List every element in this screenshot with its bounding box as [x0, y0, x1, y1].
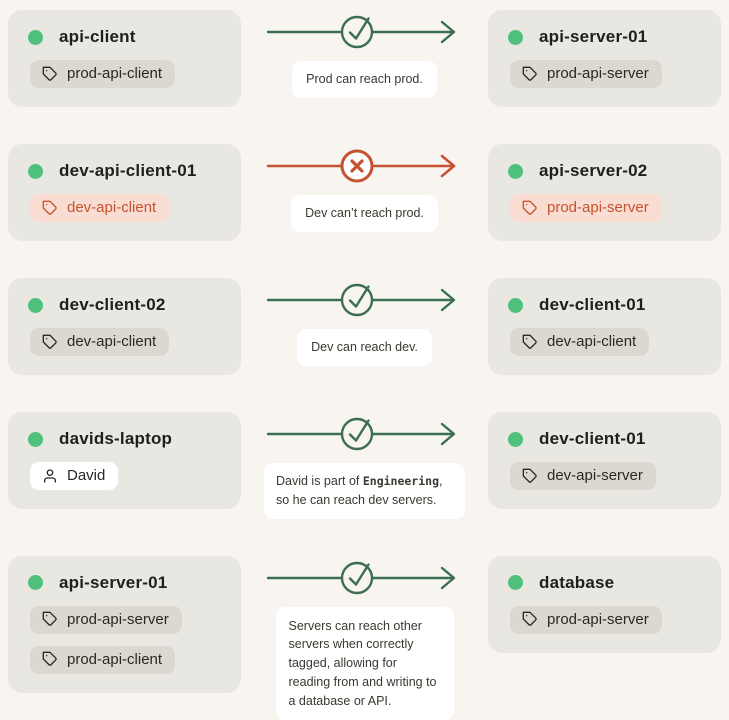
connection-indicator: Dev can’t reach prod. [241, 144, 488, 232]
tag-label: prod-api-client [67, 651, 162, 668]
online-status-dot [508, 298, 523, 313]
machine-card-source: api-server-01 prod-api-server prod-api-c… [8, 556, 241, 693]
tag-label: prod-api-client [67, 65, 162, 82]
user-chip: David [30, 462, 118, 490]
online-status-dot [508, 575, 523, 590]
caption-text: Dev can reach dev. [311, 340, 418, 354]
online-status-dot [28, 575, 43, 590]
connection-row: dev-client-02 dev-api-client Dev can rea… [8, 278, 721, 375]
allow-arrow-icon [265, 556, 465, 600]
online-status-dot [28, 30, 43, 45]
tag-chip-highlighted: prod-api-server [510, 194, 662, 222]
machine-card-source: api-client prod-api-client [8, 10, 241, 107]
connection-caption: Dev can reach dev. [297, 329, 432, 366]
online-status-dot [508, 164, 523, 179]
connection-caption: Servers can reach other servers when cor… [276, 607, 454, 720]
connection-caption: David is part of Engineering, so he can … [264, 463, 465, 519]
tag-icon [42, 200, 58, 216]
connection-row: dev-api-client-01 dev-api-client Dev can… [8, 144, 721, 241]
connection-row: davids-laptop David David is part of Eng… [8, 412, 721, 519]
connection-indicator: Servers can reach other servers when cor… [241, 556, 488, 720]
tag-icon [42, 651, 58, 667]
deny-arrow-icon [265, 144, 465, 188]
tag-icon [42, 66, 58, 82]
online-status-dot [28, 164, 43, 179]
tag-label: prod-api-server [547, 611, 649, 628]
machine-name: api-server-01 [59, 573, 167, 593]
tag-icon [522, 334, 538, 350]
tag-icon [522, 611, 538, 627]
tag-label: dev-api-client [67, 199, 156, 216]
machine-name: dev-api-client-01 [59, 161, 197, 181]
machine-name: dev-client-01 [539, 429, 646, 449]
tag-icon [42, 611, 58, 627]
machine-card-source: dev-api-client-01 dev-api-client [8, 144, 241, 241]
machine-card-source: davids-laptop David [8, 412, 241, 509]
machine-card-target: database prod-api-server [488, 556, 721, 653]
machine-name: database [539, 573, 614, 593]
tag-icon [522, 468, 538, 484]
online-status-dot [508, 30, 523, 45]
tag-label: dev-api-client [547, 333, 636, 350]
caption-code-text: Engineering [363, 474, 439, 488]
tag-label: dev-api-server [547, 467, 643, 484]
acl-connectivity-diagram: api-client prod-api-client Prod can reac… [0, 0, 729, 677]
user-icon [42, 468, 58, 484]
user-label: David [67, 467, 105, 484]
caption-text: Prod can reach prod. [306, 72, 423, 86]
machine-card-target: api-server-02 prod-api-server [488, 144, 721, 241]
tag-label: prod-api-server [547, 199, 649, 216]
machine-name: dev-client-01 [539, 295, 646, 315]
allow-arrow-icon [265, 278, 465, 322]
connection-indicator: Prod can reach prod. [241, 10, 488, 98]
connection-caption: Prod can reach prod. [292, 61, 437, 98]
caption-text: David is part of [276, 474, 363, 488]
machine-card-source: dev-client-02 dev-api-client [8, 278, 241, 375]
machine-name: davids-laptop [59, 429, 172, 449]
tag-chip: dev-api-client [510, 328, 649, 356]
online-status-dot [28, 432, 43, 447]
tag-icon [42, 334, 58, 350]
machine-name: api-server-01 [539, 27, 647, 47]
tag-chip: prod-api-server [510, 606, 662, 634]
connection-indicator: Dev can reach dev. [241, 278, 488, 366]
connection-indicator: David is part of Engineering, so he can … [241, 412, 488, 519]
allow-arrow-icon [265, 412, 465, 456]
online-status-dot [508, 432, 523, 447]
machine-card-target: dev-client-01 dev-api-client [488, 278, 721, 375]
tag-chip: dev-api-client [30, 328, 169, 356]
machine-name: api-client [59, 27, 136, 47]
caption-text: Servers can reach other servers when cor… [289, 619, 437, 708]
tag-label: prod-api-server [67, 611, 169, 628]
machine-name: dev-client-02 [59, 295, 166, 315]
tag-label: dev-api-client [67, 333, 156, 350]
online-status-dot [28, 298, 43, 313]
tag-chip-highlighted: dev-api-client [30, 194, 169, 222]
tag-icon [522, 200, 538, 216]
caption-text: Dev can’t reach prod. [305, 206, 424, 220]
tag-chip: dev-api-server [510, 462, 656, 490]
connection-row: api-client prod-api-client Prod can reac… [8, 10, 721, 107]
tag-label: prod-api-server [547, 65, 649, 82]
connection-row: api-server-01 prod-api-server prod-api-c… [8, 556, 721, 720]
machine-name: api-server-02 [539, 161, 647, 181]
allow-arrow-icon [265, 10, 465, 54]
tag-chip: prod-api-client [30, 60, 175, 88]
machine-card-target: api-server-01 prod-api-server [488, 10, 721, 107]
tag-chip: prod-api-client [30, 646, 175, 674]
tag-icon [522, 66, 538, 82]
connection-caption: Dev can’t reach prod. [291, 195, 438, 232]
tag-chip: prod-api-server [30, 606, 182, 634]
tag-chip: prod-api-server [510, 60, 662, 88]
machine-card-target: dev-client-01 dev-api-server [488, 412, 721, 509]
